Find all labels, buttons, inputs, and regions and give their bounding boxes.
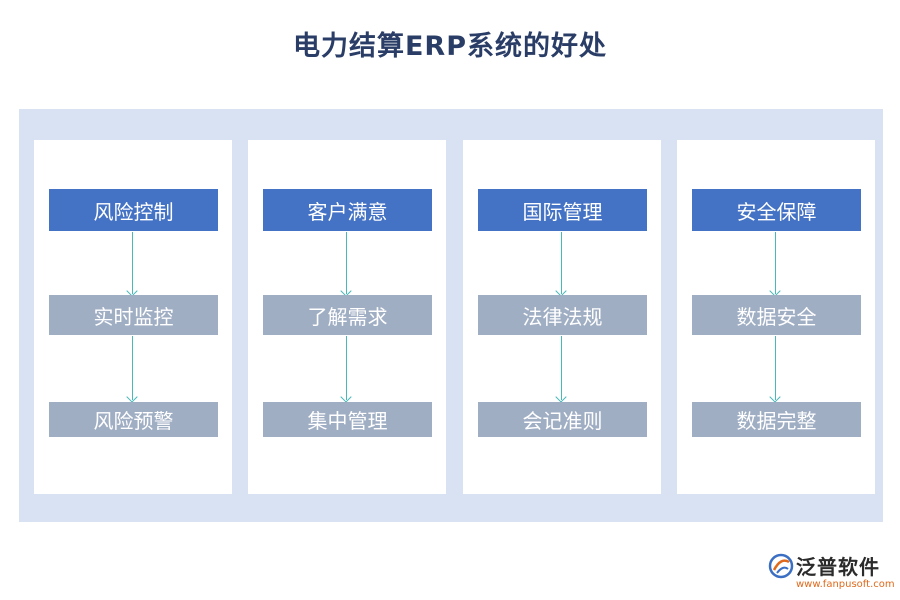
logo-icon	[768, 553, 794, 579]
head-box: 国际管理	[478, 189, 647, 231]
column-risk-control: 风险控制 实时监控 风险预警	[34, 140, 232, 494]
item-box: 集中管理	[263, 402, 432, 437]
item-box: 法律法规	[478, 295, 647, 335]
down-arrow	[775, 336, 776, 400]
down-arrow	[561, 232, 562, 294]
down-arrow	[346, 336, 347, 400]
column-customer-satisfaction: 客户满意 了解需求 集中管理	[248, 140, 446, 494]
item-box: 风险预警	[49, 402, 218, 437]
head-box: 安全保障	[692, 189, 861, 231]
down-arrow	[346, 232, 347, 294]
down-arrow	[132, 336, 133, 400]
head-box: 风险控制	[49, 189, 218, 231]
down-arrow	[775, 232, 776, 294]
logo-name: 泛普软件	[796, 555, 880, 579]
logo-url: www.fanpusoft.com	[796, 579, 895, 590]
item-box: 会记准则	[478, 402, 647, 437]
down-arrow	[132, 232, 133, 294]
item-box: 了解需求	[263, 295, 432, 335]
diagram-title: 电力结算ERP系统的好处	[292, 31, 608, 62]
item-box: 数据完整	[692, 402, 861, 437]
item-box: 实时监控	[49, 295, 218, 335]
head-box: 客户满意	[263, 189, 432, 231]
column-international-management: 国际管理 法律法规 会记准则	[463, 140, 661, 494]
item-box: 数据安全	[692, 295, 861, 335]
brand-logo: 泛普软件 www.fanpusoft.com	[768, 551, 895, 595]
down-arrow	[561, 336, 562, 400]
column-security: 安全保障 数据安全 数据完整	[677, 140, 875, 494]
